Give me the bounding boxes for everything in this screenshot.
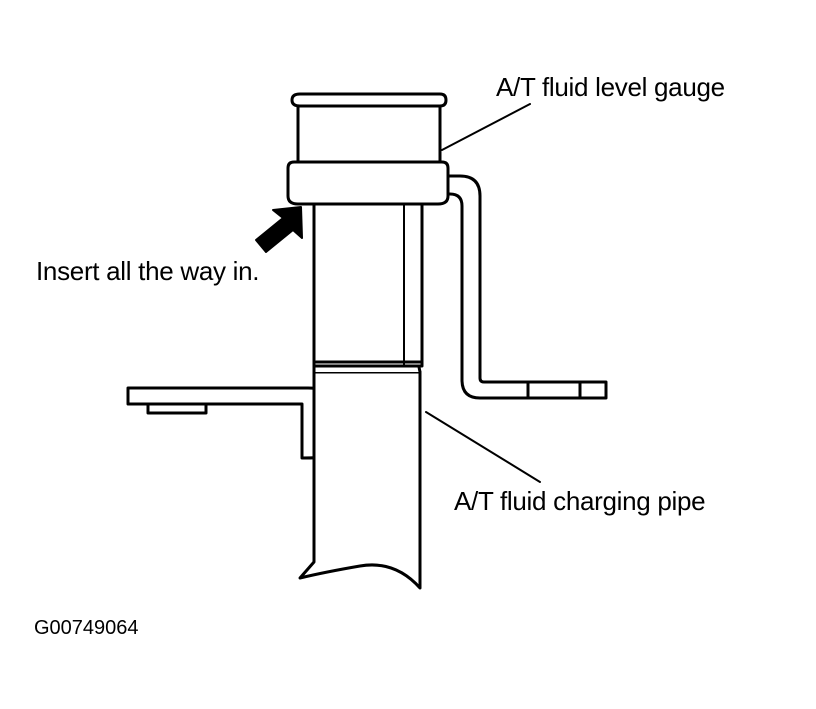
pipe-leader-line [425,411,541,483]
pipe-label: A/T fluid charging pipe [454,486,706,516]
figure-code: G00749064 [34,617,139,639]
gauge-tube [312,198,424,368]
gauge-leader-line [441,103,531,151]
insert-instruction-label: Insert all the way in. [36,256,260,286]
gauge-collar [286,160,450,206]
gauge-cap [290,92,448,164]
insert-arrow-icon [255,206,303,253]
gauge-label: A/T fluid level gauge [496,72,725,102]
gauge-rod [440,174,608,400]
charging-pipe [298,360,422,590]
